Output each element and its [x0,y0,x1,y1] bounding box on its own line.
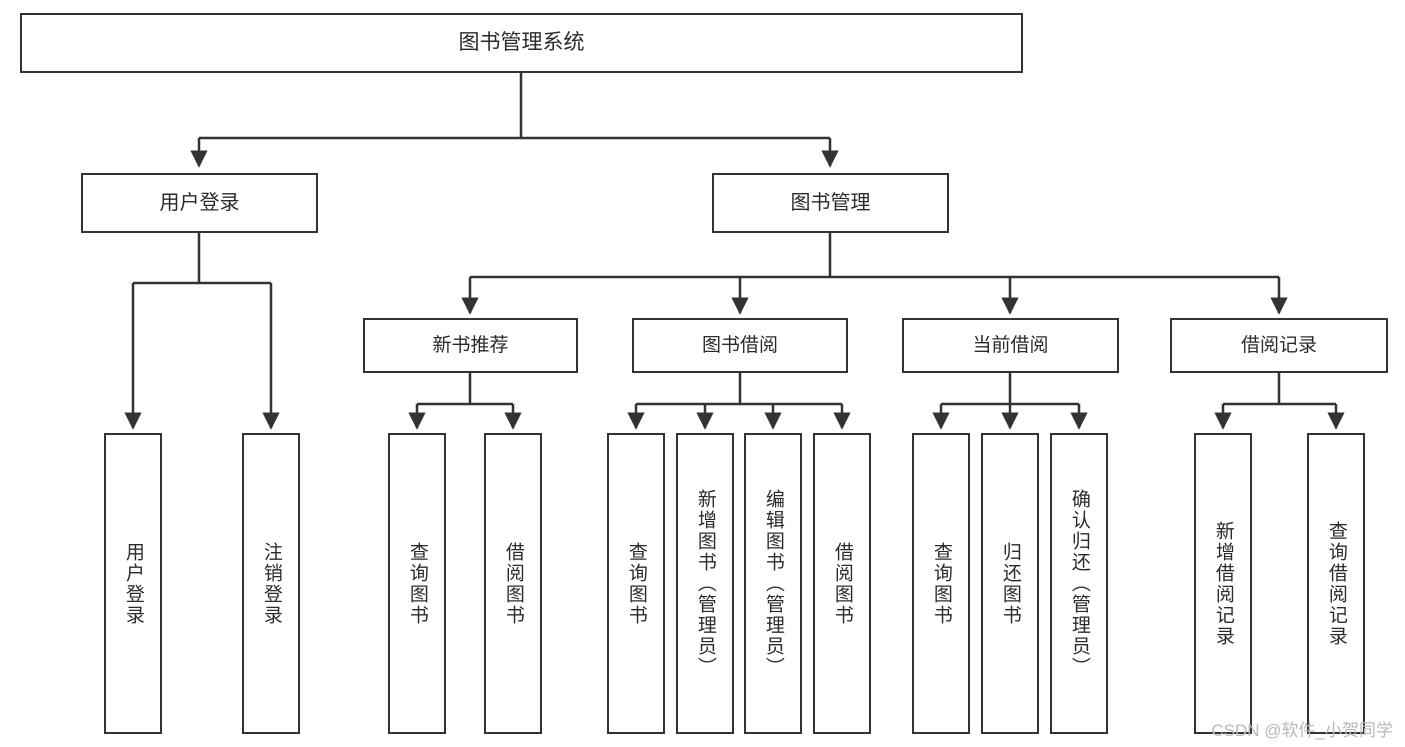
node-label: 新增图书（管理员） [694,489,716,678]
node-leaf-user-login[interactable]: 用户登录 [104,433,162,734]
node-user-login[interactable]: 用户登录 [81,173,318,233]
node-label: 用户登录 [159,191,240,214]
node-root-book-management-system[interactable]: 图书管理系统 [20,13,1023,73]
node-label: 编辑图书（管理员） [762,489,784,678]
node-leaf-add-borrow-record[interactable]: 新增借阅记录 [1194,433,1252,734]
node-leaf-query-borrow-record[interactable]: 查询借阅记录 [1307,433,1365,734]
node-label: 图书管理系统 [458,30,585,54]
node-leaf-return-book[interactable]: 归还图书 [981,433,1039,734]
watermark: CSDN @软件_小贺同学 [1211,721,1393,740]
node-label: 查询图书 [406,541,428,626]
node-label: 借阅图书 [502,541,524,626]
node-label: 借阅记录 [1240,334,1317,356]
node-leaf-confirm-return[interactable]: 确认归还（管理员） [1050,433,1108,734]
node-current-borrow[interactable]: 当前借阅 [902,318,1119,373]
node-label: 当前借阅 [972,334,1049,356]
node-leaf-query-book-recommend[interactable]: 查询图书 [388,433,446,734]
node-leaf-borrow-book-recommend[interactable]: 借阅图书 [484,433,542,734]
node-leaf-logout[interactable]: 注销登录 [242,433,300,734]
node-label: 新增借阅记录 [1212,520,1234,647]
node-label: 确认归还（管理员） [1068,489,1090,678]
node-new-book-recommend[interactable]: 新书推荐 [363,318,578,373]
node-label: 新书推荐 [432,334,509,356]
node-label: 查询图书 [625,541,647,626]
node-label: 用户登录 [122,541,144,626]
node-book-borrow[interactable]: 图书借阅 [632,318,848,373]
node-borrow-record[interactable]: 借阅记录 [1170,318,1388,373]
node-leaf-query-book-current[interactable]: 查询图书 [912,433,970,734]
node-leaf-borrow-book[interactable]: 借阅图书 [813,433,871,734]
node-label: 借阅图书 [831,541,853,626]
node-label: 图书借阅 [701,334,778,356]
node-label: 查询图书 [930,541,952,626]
node-label: 注销登录 [260,541,282,626]
node-book-management[interactable]: 图书管理 [712,173,949,233]
node-label: 图书管理 [790,191,871,214]
node-leaf-add-book[interactable]: 新增图书（管理员） [676,433,734,734]
node-label: 归还图书 [999,541,1021,626]
node-label: 查询借阅记录 [1325,520,1347,647]
node-leaf-query-book-borrow[interactable]: 查询图书 [607,433,665,734]
node-leaf-edit-book[interactable]: 编辑图书（管理员） [744,433,802,734]
